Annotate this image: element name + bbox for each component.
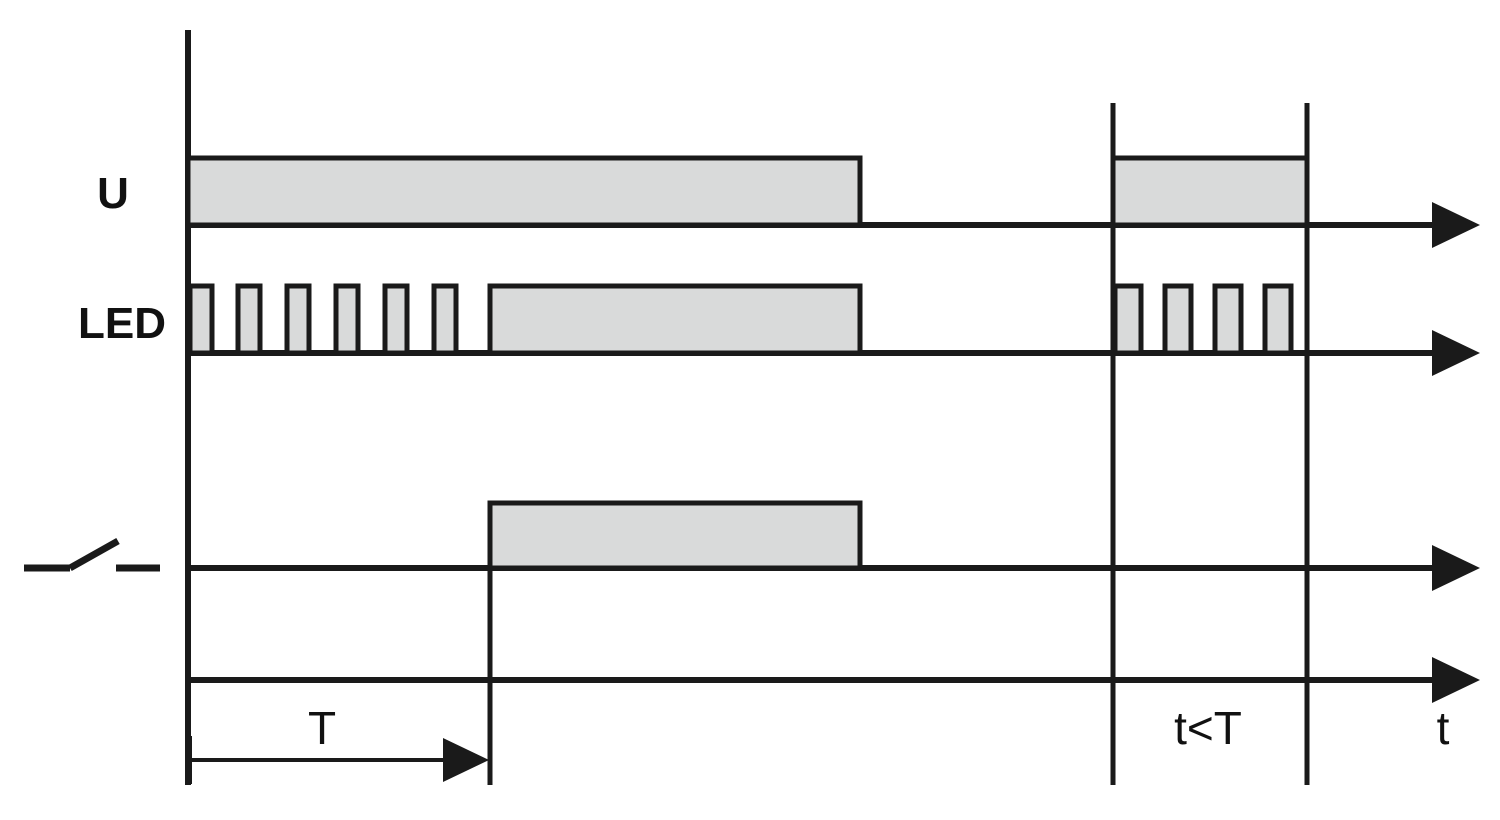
- led-blink-pulse-2: [235, 283, 263, 356]
- led-axis-arrow-icon: [1432, 330, 1480, 376]
- switch-closed-block: [487, 500, 863, 571]
- led-waveform: [187, 283, 1294, 356]
- period-dimension-arrow: [188, 736, 489, 784]
- time-axis: [188, 657, 1480, 703]
- time-axis-arrow-icon: [1432, 657, 1480, 703]
- led-blink-pulse-1: [187, 283, 215, 356]
- switch-axis-arrow-icon: [1432, 545, 1480, 591]
- led-blink-pulse-6: [431, 283, 459, 356]
- u-waveform: [185, 155, 1310, 228]
- u-signal-label: U: [97, 169, 129, 218]
- period-label: T: [308, 702, 336, 754]
- led-blink-pulse-5: [382, 283, 410, 356]
- led-signal-label: LED: [78, 299, 166, 348]
- led-blink-pulse-8: [1162, 283, 1194, 356]
- u-pulse-long: [185, 155, 863, 228]
- u-pulse-short: [1110, 155, 1310, 228]
- switch-symbol-icon: [24, 537, 160, 572]
- short-time-label: t<T: [1174, 702, 1242, 754]
- switch-symbol-blade: [68, 537, 120, 572]
- period-arrow-head-icon: [443, 738, 489, 782]
- switch-waveform: [487, 500, 863, 571]
- time-axis-label: t: [1437, 702, 1450, 754]
- led-blink-pulse-3: [284, 283, 312, 356]
- led-blink-pulse-9: [1212, 283, 1244, 356]
- led-steady-block: [487, 283, 863, 356]
- led-blink-pulse-4: [333, 283, 361, 356]
- u-axis-arrow-icon: [1432, 202, 1480, 248]
- led-blink-pulse-7: [1112, 283, 1144, 356]
- led-blink-pulse-10: [1262, 283, 1294, 356]
